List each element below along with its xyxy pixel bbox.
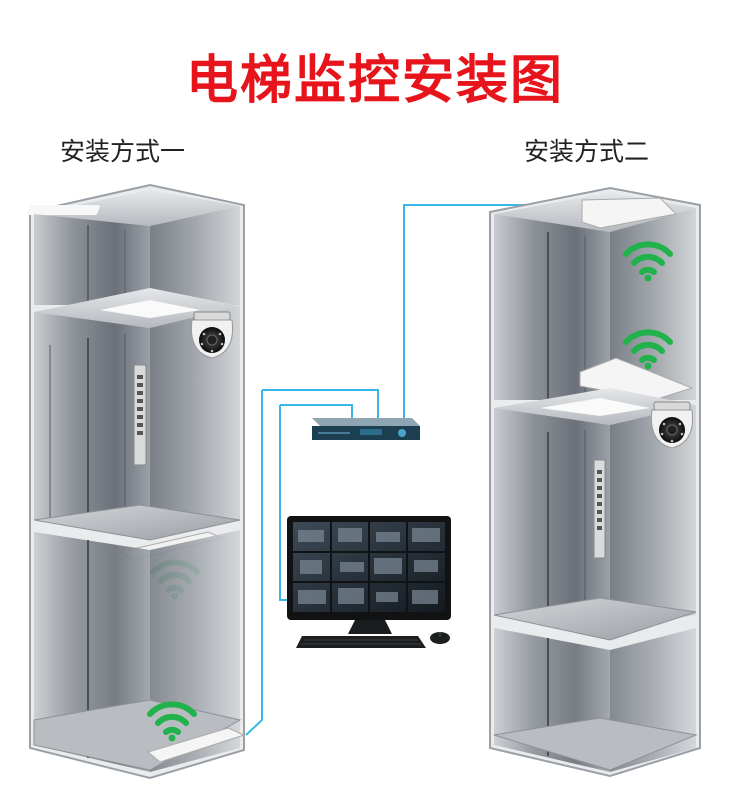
- mouse-icon: [430, 632, 450, 644]
- upper-car-left: [27, 190, 240, 305]
- control-panel-right: [593, 459, 606, 559]
- lower-shaft-left: [33, 530, 242, 772]
- method-one-label: 安装方式一: [60, 137, 186, 166]
- elevator-shaft-left: [27, 183, 246, 780]
- main-car-left: [33, 288, 241, 541]
- method-two-label: 安装方式二: [524, 137, 650, 166]
- nvr-recorder-icon: [312, 418, 420, 440]
- lower-shaft-right: [493, 628, 698, 772]
- wireless-bridge-icon: [581, 197, 678, 229]
- monitor-icon: [287, 516, 451, 634]
- elevator-shaft-right: [489, 186, 701, 778]
- page-title: 电梯监控安装图: [185, 50, 564, 111]
- wireless-bridge-icon: [146, 727, 246, 763]
- keyboard-icon: [296, 636, 426, 648]
- main-car-right: [493, 388, 697, 641]
